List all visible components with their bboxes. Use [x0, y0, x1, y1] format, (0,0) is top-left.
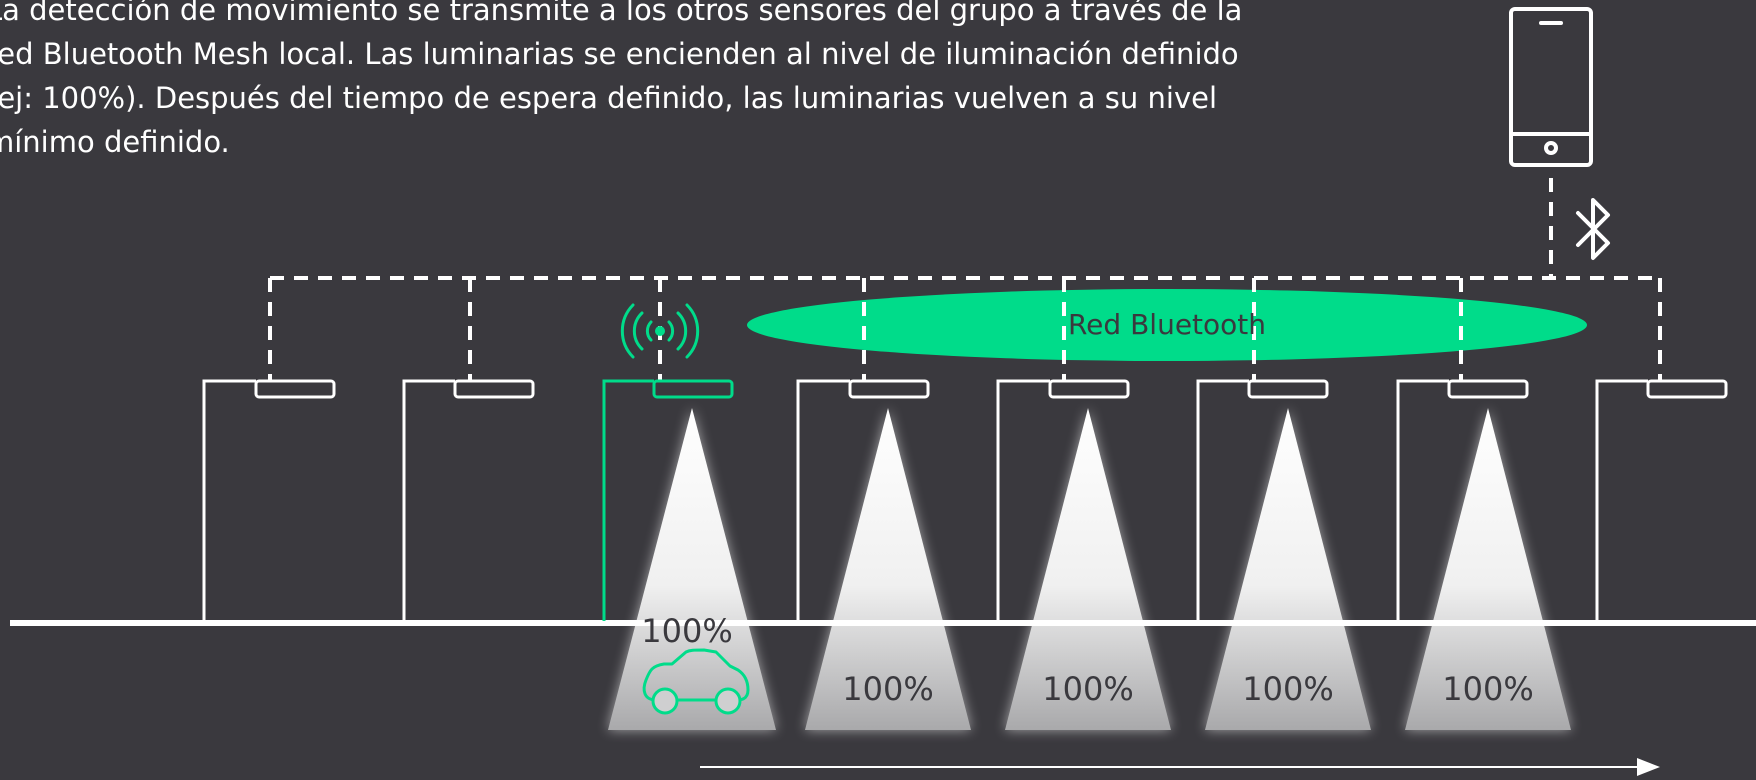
- description-text: La detección de movimiento se transmite …: [0, 0, 1386, 164]
- car-icon: [642, 648, 750, 715]
- description-line: red Bluetooth Mesh local. Las luminarias…: [0, 37, 1239, 71]
- light-beam: [1205, 408, 1371, 730]
- light-beam: [1405, 408, 1571, 730]
- description-line: La detección de movimiento se transmite …: [0, 0, 1243, 27]
- description-line: mínimo definido.: [0, 125, 230, 159]
- street-lamp: [796, 379, 930, 621]
- beam-level-label: 100%: [1042, 670, 1133, 708]
- street-lamp-active: [602, 379, 734, 621]
- street-lamp: [1396, 379, 1529, 621]
- light-beam: [608, 408, 776, 730]
- street-lamp: [996, 379, 1130, 621]
- street-lamp: [202, 379, 336, 621]
- light-beam: [1005, 408, 1171, 730]
- beam-level-label: 100%: [1442, 670, 1533, 708]
- network-label: Red Bluetooth: [1068, 308, 1266, 341]
- street-lamp: [1595, 379, 1728, 621]
- wireless-signal-icon: [620, 303, 700, 359]
- street-lamp: [1196, 379, 1329, 621]
- beam-level-label: 100%: [1242, 670, 1333, 708]
- bluetooth-network-ellipse: [747, 289, 1587, 361]
- description-line: (ej: 100%). Después del tiempo de espera…: [0, 81, 1217, 115]
- smartphone-icon: [1509, 7, 1593, 167]
- beam-level-label: 100%: [641, 612, 732, 650]
- street-lamp: [402, 379, 535, 621]
- light-beam: [805, 408, 971, 730]
- beam-level-label: 100%: [842, 670, 933, 708]
- bluetooth-icon: [1576, 198, 1610, 260]
- direction-arrow-icon: [700, 758, 1660, 776]
